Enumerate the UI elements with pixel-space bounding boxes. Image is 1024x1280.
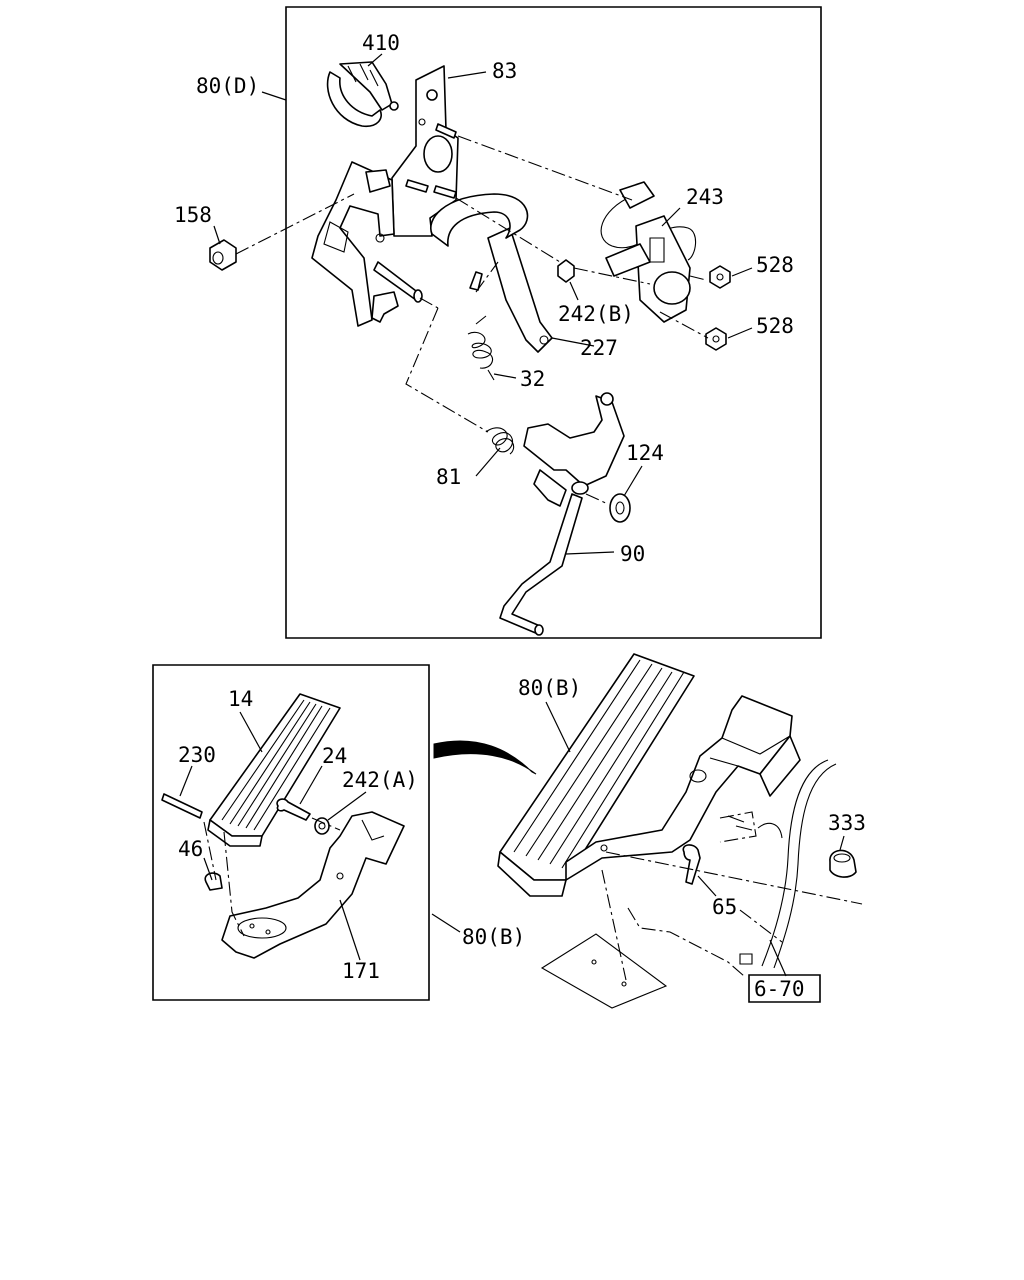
callout-90: 90 [620, 542, 645, 566]
callout-333: 333 [828, 811, 866, 835]
part-528-nut-lower [706, 328, 726, 350]
pivot-shaft [374, 262, 422, 302]
part-24-bolt [277, 799, 310, 820]
callout-24: 24 [322, 744, 347, 768]
leader-lines-inset [180, 712, 460, 960]
callout-242a: 242(A) [342, 768, 418, 792]
small-screw [470, 272, 482, 290]
callout-410: 410 [362, 31, 400, 55]
callout-158: 158 [174, 203, 212, 227]
callout-65: 65 [712, 895, 737, 919]
callout-242b: 242(B) [558, 302, 634, 326]
assembly-centerlines-main [602, 852, 862, 980]
leader-lines-top [214, 54, 752, 554]
callout-243: 243 [686, 185, 724, 209]
callout-80d: 80(D) [196, 74, 259, 98]
accelerator-position-sensor [606, 216, 690, 322]
callout-80b-main: 80(B) [518, 676, 581, 700]
inset-frame [153, 665, 429, 1000]
callout-227: 227 [580, 336, 618, 360]
part-528-nut-upper [710, 266, 730, 288]
part-14-pedal-pad [208, 694, 340, 846]
main-pedal-assembly [498, 654, 800, 896]
curved-pointer-arrow [434, 741, 536, 774]
callout-83: 83 [492, 59, 517, 83]
pedal-mounting-bracket [312, 162, 398, 326]
callout-81: 81 [436, 465, 461, 489]
callout-528-lower: 528 [756, 314, 794, 338]
callout-32: 32 [520, 367, 545, 391]
callout-46: 46 [178, 837, 203, 861]
reference-box-6-70 [749, 975, 820, 1002]
pedal-lever-arm [524, 393, 624, 506]
part-124-washer [610, 494, 630, 522]
part-32-spring [468, 316, 494, 380]
part-90-rod [500, 494, 582, 635]
part-46-clip [205, 873, 222, 890]
callout-230: 230 [178, 743, 216, 767]
leader-lines-main [546, 702, 844, 976]
part-81-spring [486, 428, 514, 454]
reference-6-70-label: 6-70 [754, 977, 805, 1001]
part-230-pin [162, 794, 202, 818]
callout-80b-inset: 80(B) [462, 925, 525, 949]
assembly-centerlines-top [236, 136, 708, 504]
callout-528-upper: 528 [756, 253, 794, 277]
part-242a-nut [315, 818, 329, 834]
part-158-nut [210, 240, 236, 270]
callout-171: 171 [342, 959, 380, 983]
floor-panel-outline [542, 760, 836, 1008]
callout-124: 124 [626, 441, 664, 465]
part-227-arm-plate [431, 194, 552, 352]
part-333-grommet [830, 850, 856, 877]
part-65-bolt [683, 845, 700, 884]
callout-14: 14 [228, 687, 253, 711]
part-410-clip [328, 62, 398, 126]
part-171-lever-arm [222, 812, 404, 958]
top-assembly-frame [286, 7, 821, 638]
bracket-studs [406, 124, 456, 198]
part-242b-nut [558, 260, 574, 282]
assembly-centerlines-inset [204, 818, 340, 936]
